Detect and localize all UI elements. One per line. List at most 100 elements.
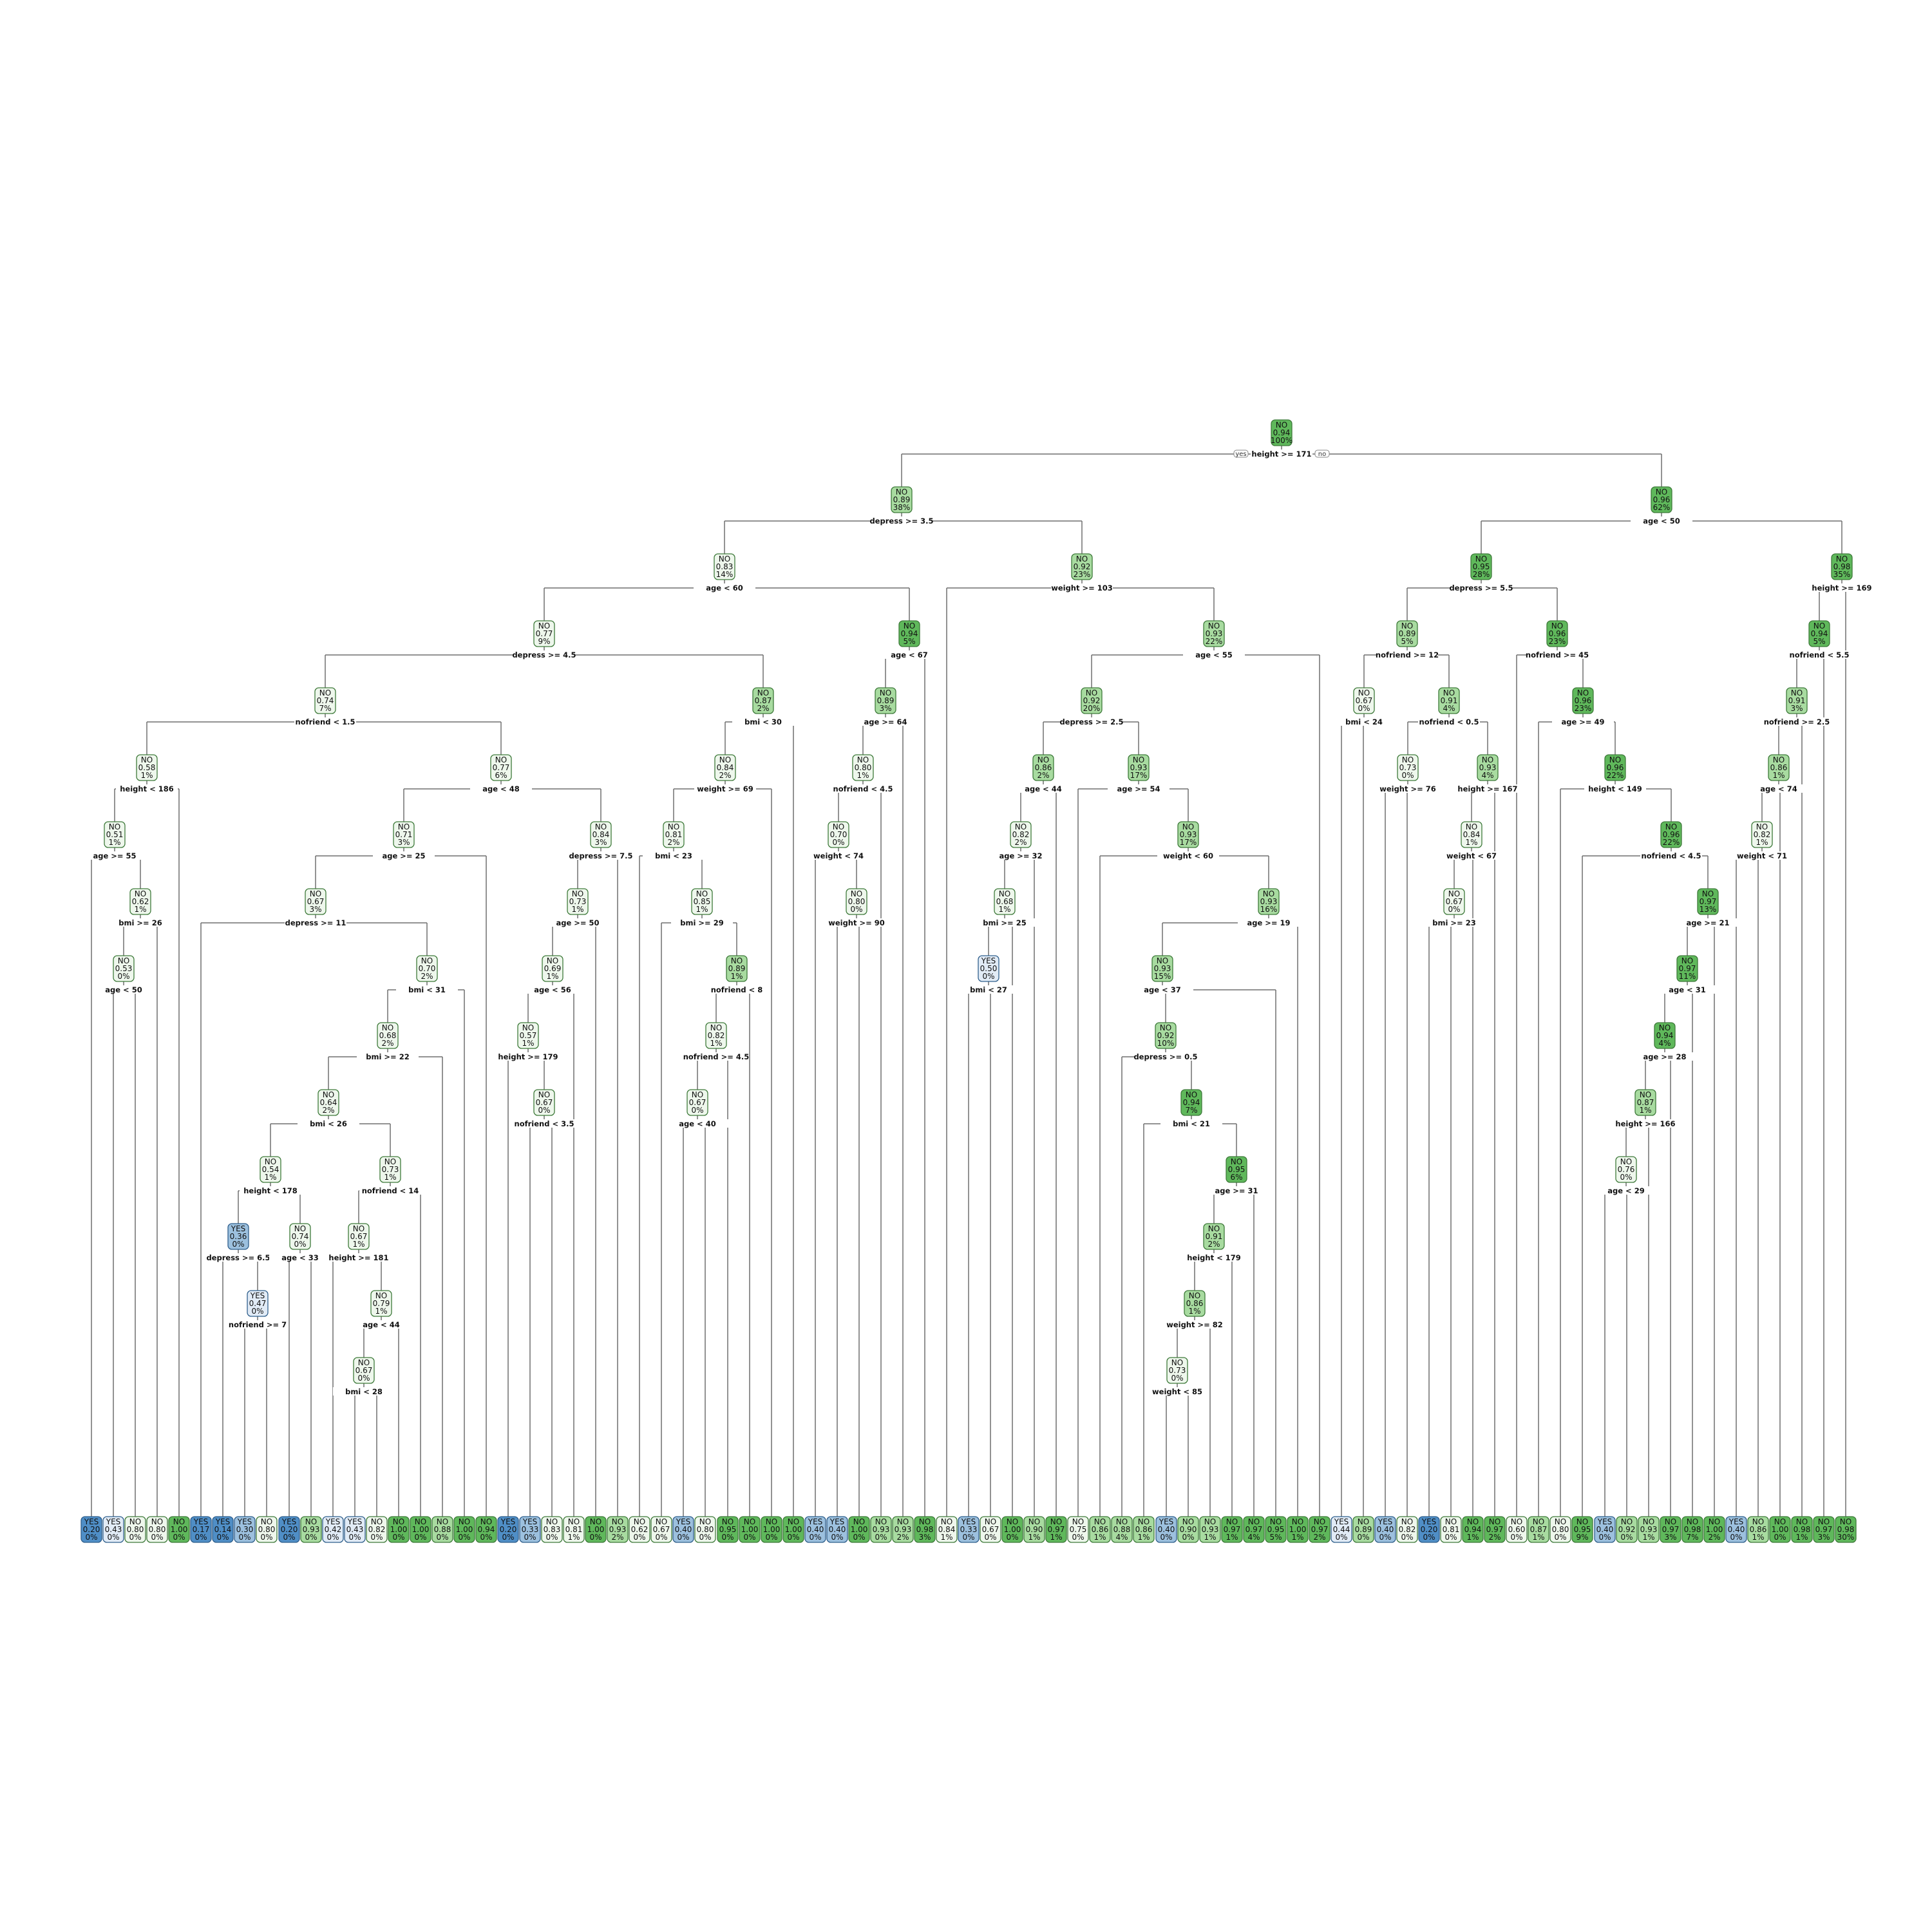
node-class: NO (1086, 688, 1097, 697)
split-label: age >= 19 (1247, 918, 1290, 927)
leaf-node-37: NO0.932% (892, 1516, 914, 1543)
node-class: NO (173, 1517, 185, 1526)
tree-edges (91, 446, 1846, 1517)
node-box (1258, 888, 1280, 915)
node-pct: 0% (1774, 1533, 1786, 1542)
node-prob: 0.89 (728, 964, 746, 973)
node-box (541, 1516, 563, 1543)
node-box (1226, 1156, 1247, 1183)
node-class: NO (656, 1517, 667, 1526)
node-box (1604, 754, 1626, 781)
leaf-node-65: NO0.600% (1506, 1516, 1528, 1543)
node-box (102, 1516, 124, 1543)
node-prob: 0.93 (873, 1525, 890, 1534)
split-label: weight < 74 (813, 851, 864, 860)
node-box (1177, 1516, 1199, 1543)
leaf-node-24: NO0.932% (607, 1516, 629, 1543)
tree-node-c8: NO0.691% (542, 955, 564, 982)
split-label-bg (1160, 1119, 1222, 1128)
node-class: YES (676, 1517, 691, 1526)
leaf-node-29: NO0.950% (717, 1516, 739, 1543)
node-box (1151, 955, 1173, 982)
node-pct: 1% (710, 1039, 722, 1048)
node-box (1831, 553, 1853, 580)
node-class: NO (437, 1517, 448, 1526)
node-pct: 0% (1357, 1533, 1369, 1542)
leaf-node-77: NO1.000% (1769, 1516, 1791, 1543)
leaf-node-16: NO0.880% (431, 1516, 453, 1543)
node-prob: 0.73 (1399, 763, 1417, 772)
leaf-node-35: NO1.000% (848, 1516, 870, 1543)
split-label-bg (667, 1119, 728, 1128)
node-class: NO (538, 1090, 550, 1099)
node-prob: 0.85 (694, 897, 711, 906)
leaf-node-38: NO0.983% (914, 1516, 936, 1543)
split-label-bg (207, 1253, 269, 1262)
node-box (1808, 620, 1830, 647)
split-label-bg (1108, 784, 1170, 793)
node-class: YES (1159, 1517, 1174, 1526)
tree-node-d7: NO0.851% (691, 888, 713, 915)
node-class: NO (719, 554, 730, 564)
node-pct: 1% (264, 1173, 276, 1182)
node-prob: 0.40 (1596, 1525, 1614, 1534)
split-label: height >= 167 (1457, 784, 1517, 793)
node-prob: 0.95 (1574, 1525, 1591, 1534)
node-pct: 0% (1730, 1533, 1742, 1542)
node-box (852, 754, 874, 781)
node-prob: 0.94 (1273, 428, 1291, 437)
node-box (1203, 620, 1225, 647)
node-prob: 0.82 (1399, 1525, 1416, 1534)
node-class: NO (393, 1517, 404, 1526)
node-prob: 0.87 (1530, 1525, 1548, 1534)
node-box (1615, 1156, 1637, 1183)
split-label-bg (470, 784, 532, 793)
node-box (1067, 1516, 1089, 1543)
node-prob: 0.80 (258, 1525, 276, 1534)
node-prob: 0.81 (565, 1525, 583, 1534)
node-class: NO (1448, 889, 1460, 898)
node-pct: 2% (381, 1039, 393, 1048)
node-class: NO (634, 1517, 645, 1526)
node-pct: 13% (1700, 905, 1717, 914)
split-label-bg (1584, 784, 1646, 793)
split-label: nofriend >= 7 (229, 1320, 287, 1329)
leaf-node-62: NO0.810% (1440, 1516, 1462, 1543)
split-label-bg (1135, 1052, 1197, 1061)
node-box (607, 1516, 629, 1543)
node-pct: 1% (1050, 1533, 1062, 1542)
node-box (1133, 1516, 1155, 1543)
node-box (891, 486, 913, 513)
node-box (726, 955, 748, 982)
node-box (542, 955, 564, 982)
split-label: age >= 31 (1215, 1186, 1258, 1195)
node-pct: 11% (1679, 972, 1696, 981)
node-pct: 0% (194, 1533, 207, 1542)
node-class: NO (1208, 621, 1220, 630)
split-label: bmi >= 26 (118, 918, 162, 927)
node-box (344, 1516, 366, 1543)
node-pct: 0% (589, 1533, 601, 1542)
node-class: YES (84, 1517, 99, 1526)
node-box (892, 1516, 914, 1543)
node-prob: 0.79 (373, 1299, 390, 1308)
node-prob: 0.62 (631, 1525, 649, 1534)
node-class: NO (668, 822, 679, 831)
node-class: NO (612, 1517, 623, 1526)
node-prob: 0.81 (665, 830, 683, 839)
node-class: NO (857, 755, 869, 764)
tree-node-c13: NO0.861% (1184, 1290, 1206, 1317)
node-class: YES (231, 1224, 246, 1233)
node-class: NO (1094, 1517, 1106, 1526)
tree-node-a6: NO0.511% (104, 821, 126, 848)
node-prob: 0.64 (320, 1098, 337, 1107)
node-box (1747, 1516, 1769, 1543)
split-label: age >= 28 (1643, 1052, 1686, 1061)
leaf-node-73: NO0.987% (1681, 1516, 1703, 1543)
split-label: nofriend < 8 (711, 985, 763, 994)
split-label: height < 149 (1588, 784, 1642, 793)
